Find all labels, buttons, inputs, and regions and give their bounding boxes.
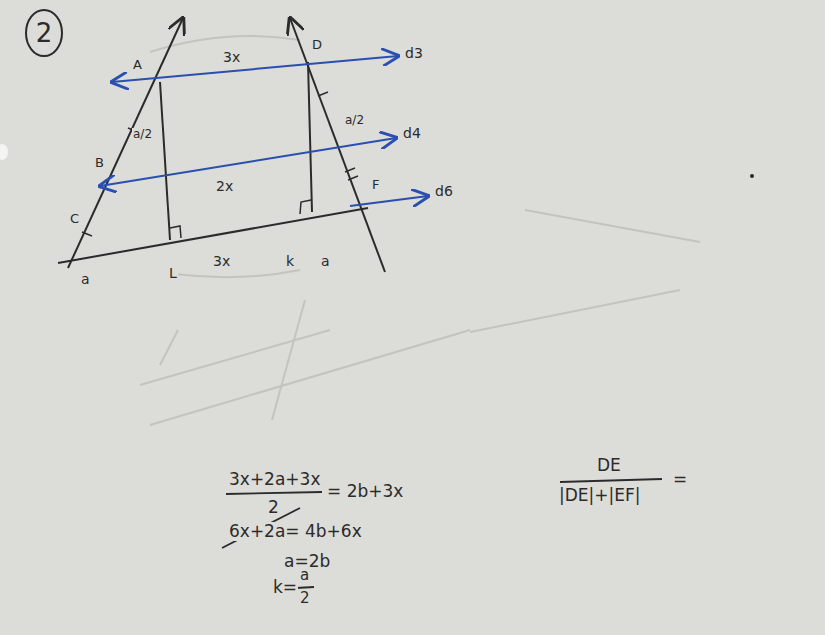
sketch-label: 3x xyxy=(212,254,231,269)
problem-number: 2 xyxy=(36,20,53,46)
equation-text: 2 xyxy=(267,498,280,517)
circled-number: 2 xyxy=(24,8,64,58)
sketch-label: d4 xyxy=(402,126,422,141)
sketch-label: D xyxy=(311,38,323,52)
sketch-label: a xyxy=(80,272,91,287)
sketch-label: A xyxy=(132,58,143,72)
sketch-label: a xyxy=(320,254,331,269)
sketch-label: C xyxy=(69,212,80,226)
equation-text: a xyxy=(299,567,310,584)
sketch-label: a/2 xyxy=(344,114,365,127)
sketch-label: 3x xyxy=(222,50,241,65)
sketch-label: B xyxy=(94,156,105,170)
equation-text: 2 xyxy=(299,590,311,607)
equation-text: k= xyxy=(272,578,298,597)
equation-text: 6x+2a= 4b+6x xyxy=(228,522,363,541)
equation-text: |DE|+|EF| xyxy=(558,486,642,505)
equation-text: = 2b+3x xyxy=(326,482,404,501)
sketch-label: L xyxy=(168,266,178,281)
equation-text: DE xyxy=(596,456,622,475)
sketch-label: 2x xyxy=(215,179,234,194)
sketch-label: k xyxy=(285,254,295,269)
sketch-label: d3 xyxy=(404,46,424,61)
equation-text: 3x+2a+3x xyxy=(228,470,321,489)
sketch-label: a/2 xyxy=(132,128,153,141)
equation-text: = xyxy=(672,470,688,489)
sketch-label: d6 xyxy=(434,184,454,199)
sketch-label: F xyxy=(371,178,380,192)
